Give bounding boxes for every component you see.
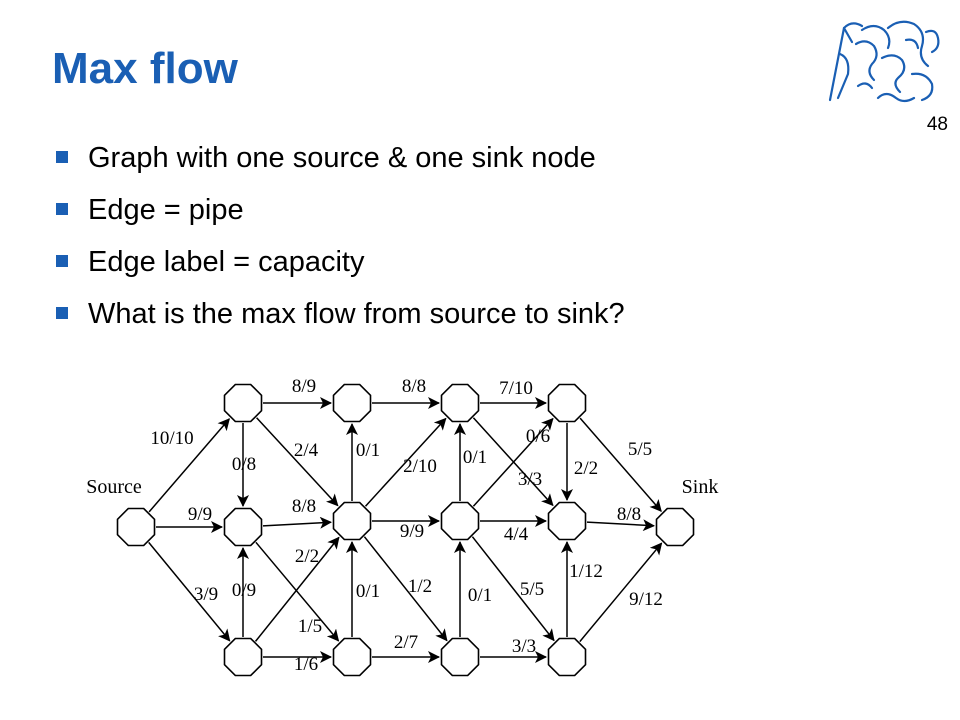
graph-node: [332, 501, 372, 541]
university-logo: [828, 20, 940, 103]
edge-label: 2/4: [294, 440, 319, 461]
graph-node: [440, 637, 480, 677]
square-bullet-icon: [56, 307, 68, 319]
edge-label: 8/8: [617, 504, 641, 525]
bullet-item: Edge = pipe: [52, 188, 625, 240]
edge-label: 2/7: [394, 632, 418, 653]
edge-label: 10/10: [150, 428, 193, 449]
edge-b2-c3: [363, 536, 448, 642]
edge-label: 8/8: [292, 496, 316, 517]
edge-label: 9/12: [629, 589, 663, 610]
edge-label: 8/8: [402, 376, 426, 397]
edge-label: 1/5: [298, 616, 322, 637]
square-bullet-icon: [56, 151, 68, 163]
source-label: Source: [86, 476, 142, 498]
edge-c2-d1: [472, 417, 554, 507]
graph-node: [547, 501, 587, 541]
graph-node: [332, 383, 372, 423]
edge-d3-t: [579, 542, 663, 643]
bullet-list: Graph with one source & one sink node Ed…: [52, 136, 625, 344]
edge-label: 1/12: [569, 561, 603, 582]
edge-label: 9/9: [188, 504, 212, 525]
edge-label: 9/9: [400, 521, 424, 542]
edge-c2-d3: [471, 536, 555, 642]
bullet-text: Graph with one source & one sink node: [88, 142, 596, 174]
slide-title: Max flow: [52, 44, 238, 93]
bullet-item: What is the max flow from source to sink…: [52, 292, 625, 344]
edge-label: 0/1: [356, 581, 380, 602]
source-node: [116, 507, 156, 547]
edge-a2-b3: [255, 541, 340, 642]
edge-label: 1/2: [408, 576, 432, 597]
bullet-item: Graph with one source & one sink node: [52, 136, 625, 188]
edge-label: 0/6: [526, 426, 550, 447]
flow-network-diagram: 10/10 9/9 3/9 8/9 0/8 2/4 8/8 1/5 0/9 2/2 1/6 8/8 0/…: [86, 376, 719, 677]
graph-node: [223, 507, 263, 547]
sink-node: [655, 507, 695, 547]
edge-label: 2/2: [574, 458, 598, 479]
bullet-text: Edge = pipe: [88, 194, 244, 226]
sink-label: Sink: [682, 476, 719, 498]
graph-node: [440, 383, 480, 423]
edge-label: 3/3: [512, 636, 536, 657]
graph-node: [547, 637, 587, 677]
graph-node: [223, 637, 263, 677]
graph-node: [547, 383, 587, 423]
edge-a3-b2: [254, 536, 340, 642]
edge-a2-b2: [262, 516, 332, 529]
edge-a1-b2: [256, 417, 339, 507]
page-number: 48: [926, 114, 948, 135]
edge-label: 3/9: [194, 584, 218, 605]
edge-b2-c1: [364, 417, 447, 507]
bullet-text: What is the max flow from source to sink…: [88, 298, 625, 330]
bullet-text: Edge label = capacity: [88, 246, 365, 278]
edge-d1-t: [579, 417, 662, 512]
bullet-item: Edge label = capacity: [52, 240, 625, 292]
edge-label: 5/5: [520, 579, 544, 600]
edge-label: 2/10: [403, 456, 437, 477]
edge-label: 0/8: [232, 454, 256, 475]
square-bullet-icon: [56, 203, 68, 215]
edge-label: 7/10: [499, 378, 533, 399]
edge-label: 4/4: [504, 524, 529, 545]
edge-d2-t: [586, 519, 655, 532]
edge-label: 2/2: [295, 546, 319, 567]
edge-label: 0/9: [232, 580, 256, 601]
graph-node: [223, 383, 263, 423]
edge-label: 0/1: [463, 447, 487, 468]
edge-label: 3/3: [518, 469, 542, 490]
edge-label: 0/1: [356, 440, 380, 461]
graph-node: [332, 637, 372, 677]
edge-label: 8/9: [292, 376, 316, 397]
edge-label: 0/1: [468, 585, 492, 606]
graph-node: [440, 501, 480, 541]
edge-s-a1: [148, 418, 230, 513]
square-bullet-icon: [56, 255, 68, 267]
edge-label: 5/5: [628, 439, 652, 460]
edge-label: 1/6: [294, 654, 318, 675]
edge-s-a3: [148, 541, 231, 642]
